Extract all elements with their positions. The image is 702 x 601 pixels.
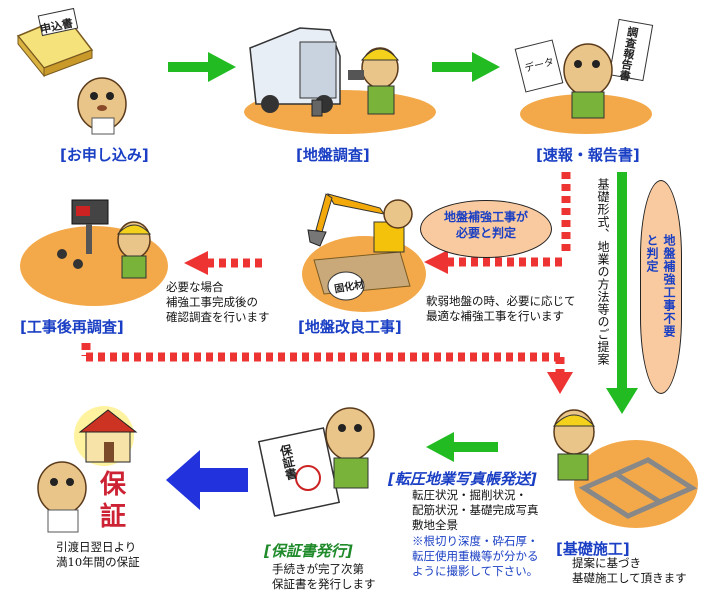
arrow-apply-to-survey (168, 52, 236, 82)
needed-bubble-text: 地盤補強工事が 必要と判定 (443, 210, 528, 240)
photos-note-caution: ※根切り深度・砕石厚・ 転圧使用重機等が分かる ように撮影して下さい。 (412, 534, 539, 578)
report-proposal-text: 基礎形式、地業の方法等のご提案 (596, 178, 610, 366)
report-illustration (514, 18, 654, 134)
post-survey-note: 必要な場合 補強工事完成後の 確認調査を行います (166, 280, 270, 324)
survey-illustration (244, 27, 436, 134)
warranty-illustration (37, 406, 138, 533)
stage-survey-label: [地盤調査] (296, 146, 370, 164)
post-survey-illustration (20, 199, 168, 306)
stage-post-survey-label: [工事後再調査] (20, 318, 124, 336)
apply-illustration (16, 7, 127, 135)
stage-photos-label: [転圧地業写真帳発送] (388, 470, 537, 488)
arrow-post-survey-to-foundation (81, 343, 573, 394)
warranty-sign-2: 証 (100, 502, 127, 532)
arrow-survey-to-report (432, 52, 500, 82)
warranty-issue-illustration (257, 407, 375, 517)
warranty-issue-note: 手続きが完了次第 保証書を発行します (272, 562, 376, 591)
arrow-report-to-improvement (424, 172, 571, 274)
foundation-note: 提案に基づき 基礎施工して頂きます (572, 556, 687, 585)
stage-apply-label: [お申し込み] (60, 146, 149, 164)
warranty-note: 引渡日翌日より 満10年間の保証 (56, 540, 140, 569)
photos-note: 転圧状況・掘削状況・ 配筋状況・基礎完成写真 敷地全景 (412, 488, 539, 532)
foundation-illustration (552, 409, 698, 528)
improvement-note: 軟弱地盤の時、必要に応じて 最適な補強工事を行います (426, 294, 576, 323)
warranty-sign-1: 保 (100, 470, 127, 500)
stage-warranty-issue-label: [保証書発行] (264, 542, 353, 560)
stage-foundation-label: [基礎施工] (556, 540, 630, 558)
apply-form-text: 申込書 (39, 16, 74, 37)
needed-bubble: 地盤補強工事が 必要と判定 (420, 200, 552, 258)
arrow-improvement-to-post-survey (184, 251, 262, 275)
arrow-issue-to-warranty (166, 450, 248, 510)
report-data-text: データ (523, 55, 555, 75)
apply-form-title: 申込書 (39, 16, 74, 37)
not-needed-bubble-text: 地盤補強工事不要と判定 (645, 234, 676, 338)
report-data-paper: データ (523, 55, 555, 75)
not-needed-bubble: 地盤補強工事不要と判定 (640, 180, 682, 394)
stage-improvement-label: [地盤改良工事] (298, 318, 402, 336)
arrow-foundation-to-photos (426, 432, 498, 462)
improvement-illustration (302, 193, 426, 312)
arrow-report-to-foundation (606, 172, 638, 414)
stage-report-label: [速報・報告書] (536, 146, 640, 164)
